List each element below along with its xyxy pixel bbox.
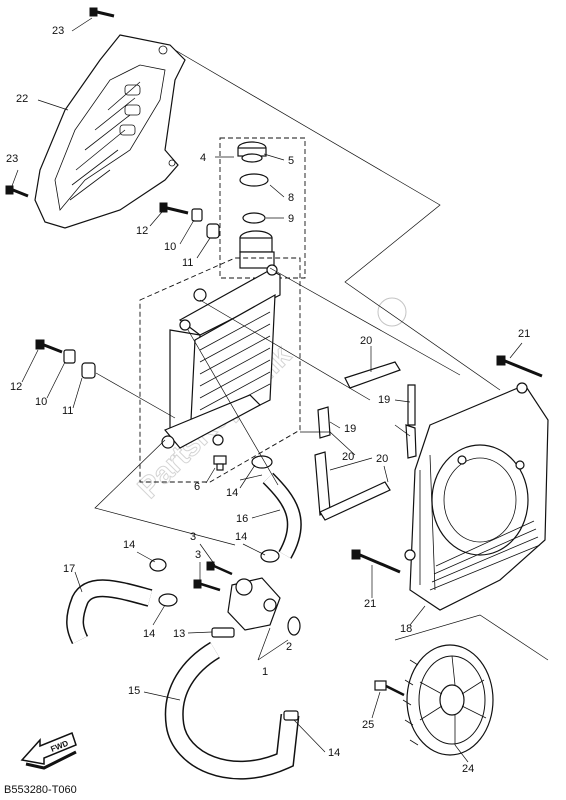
seal-19-upper — [407, 384, 416, 426]
clamp-14-left-lower — [158, 593, 178, 607]
callout-8: 8 — [288, 192, 294, 204]
callout-10-lower: 10 — [35, 396, 47, 408]
drain-bolt — [213, 455, 227, 471]
callout-9: 9 — [288, 213, 294, 225]
seal-20-mid — [314, 451, 391, 521]
grommet-11-upper — [206, 223, 220, 239]
radiator — [161, 264, 281, 449]
bolt-23-side — [5, 185, 29, 198]
callout-25: 25 — [362, 719, 374, 731]
callout-12-lower: 12 — [10, 381, 22, 393]
collar-10-upper — [191, 208, 203, 222]
callout-20-right: 20 — [376, 453, 388, 465]
o-ring-8 — [239, 173, 269, 187]
callout-2: 2 — [286, 641, 292, 653]
bolt-12-lower — [35, 339, 63, 354]
callout-16: 16 — [236, 513, 248, 525]
reference-lines — [94, 49, 549, 661]
seal-20-top — [344, 361, 401, 389]
callout-14-b: 14 — [123, 539, 135, 551]
callout-20-top: 20 — [360, 335, 372, 347]
bolt-23-top — [89, 7, 115, 18]
hose-fitting-13 — [211, 627, 235, 638]
callout-23-side: 23 — [6, 153, 18, 165]
callout-labels: 23 22 23 4 5 8 9 12 10 11 12 10 11 6 14 … — [6, 25, 530, 775]
bolt-12-upper — [159, 202, 189, 215]
diagram-code: B553280-T060 — [4, 784, 77, 796]
radiator-dash-box — [139, 257, 301, 483]
hose-16 — [263, 473, 301, 558]
hose-17 — [67, 580, 152, 644]
collar-10-lower — [63, 349, 76, 364]
callout-21-top: 21 — [518, 328, 530, 340]
callout-13: 13 — [173, 628, 185, 640]
radiator-cap — [237, 141, 267, 163]
callout-11-lower: 11 — [62, 405, 73, 417]
callout-19-upper: 19 — [378, 394, 390, 406]
radiator-cover — [34, 34, 186, 229]
callout-21-bottom: 21 — [364, 598, 376, 610]
clamp-14-bottom — [283, 710, 299, 721]
grommet-11-lower — [81, 362, 96, 379]
callout-17: 17 — [63, 563, 75, 575]
clamp-14-mid — [260, 549, 280, 563]
callout-4: 4 — [200, 152, 206, 164]
callout-5: 5 — [288, 155, 294, 167]
callout-18: 18 — [400, 623, 412, 635]
callout-15: 15 — [128, 685, 140, 697]
leader-lines — [11, 17, 523, 763]
bolt-3-right — [206, 561, 233, 576]
callout-23-top: 23 — [52, 25, 64, 37]
callout-11-upper: 11 — [182, 257, 193, 269]
filler-neck — [239, 230, 275, 269]
clamp-14-left-upper — [149, 558, 167, 572]
callout-1: 1 — [262, 666, 268, 678]
callout-6: 6 — [194, 481, 200, 493]
callout-19-mid: 19 — [344, 423, 356, 435]
hose-15 — [166, 643, 298, 779]
seal-19-mid — [317, 406, 331, 439]
callout-10-upper: 10 — [164, 241, 176, 253]
callout-3-upper: 3 — [190, 531, 196, 543]
bolt-25 — [374, 680, 405, 697]
callout-14-c: 14 — [235, 531, 247, 543]
callout-12-upper: 12 — [136, 225, 148, 237]
callout-14-e: 14 — [328, 747, 340, 759]
fan-shroud — [404, 382, 549, 611]
callout-14-a: 14 — [226, 487, 238, 499]
callout-22: 22 — [16, 93, 28, 105]
callout-3-lower: 3 — [195, 549, 201, 561]
bolt-3-left — [193, 579, 221, 592]
clamp-14-upper — [251, 455, 273, 469]
bolt-21-bottom — [351, 549, 401, 574]
forward-arrow-icon: FWD — [20, 732, 77, 770]
o-ring-9 — [242, 212, 266, 224]
thermostat-housing — [227, 577, 301, 636]
callout-24: 24 — [462, 763, 474, 775]
bolt-21-top — [496, 355, 543, 378]
callout-14-d: 14 — [143, 628, 155, 640]
watermark-logo-icon — [377, 297, 407, 327]
seal-19-lower — [405, 424, 417, 459]
cooling-fan — [402, 644, 494, 756]
callout-20-mid: 20 — [342, 451, 354, 463]
